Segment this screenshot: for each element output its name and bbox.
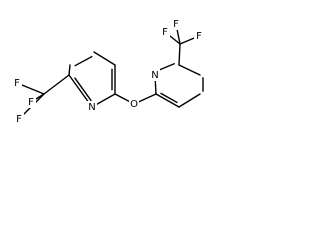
atom-label-f4: F bbox=[162, 27, 168, 38]
atom-label-background bbox=[171, 18, 181, 30]
double-bond-inner bbox=[156, 63, 175, 72]
atom-label-background bbox=[194, 30, 204, 42]
single-bond bbox=[178, 93, 201, 108]
bonds bbox=[16, 23, 204, 120]
double-bond-inner bbox=[74, 55, 93, 67]
atom-label-f1: F bbox=[14, 78, 20, 89]
atom-label-background bbox=[26, 96, 36, 108]
atom-label-o1: O bbox=[130, 99, 138, 110]
atom-label-n2: N bbox=[151, 70, 158, 81]
atom-label-background bbox=[160, 26, 170, 38]
atom-label-f2: F bbox=[28, 97, 34, 108]
atom-label-f3: F bbox=[16, 114, 22, 125]
atom-label-background bbox=[14, 113, 24, 125]
single-bond bbox=[178, 43, 181, 66]
single-bond bbox=[155, 93, 180, 108]
atom-label-background bbox=[129, 98, 139, 110]
single-bond bbox=[43, 74, 70, 95]
atom-label-background bbox=[87, 101, 97, 113]
double-bond-inner bbox=[74, 77, 92, 102]
atom-label-n1: N bbox=[88, 102, 95, 113]
atom-label-background bbox=[12, 77, 22, 89]
atom-label-f5: F bbox=[173, 19, 179, 30]
atom-label-f6: F bbox=[196, 31, 202, 42]
atom-label-background bbox=[150, 69, 160, 81]
single-bond bbox=[68, 64, 71, 76]
single-bond bbox=[178, 64, 201, 76]
single-bond bbox=[93, 51, 116, 66]
double-bond-inner bbox=[160, 92, 178, 104]
